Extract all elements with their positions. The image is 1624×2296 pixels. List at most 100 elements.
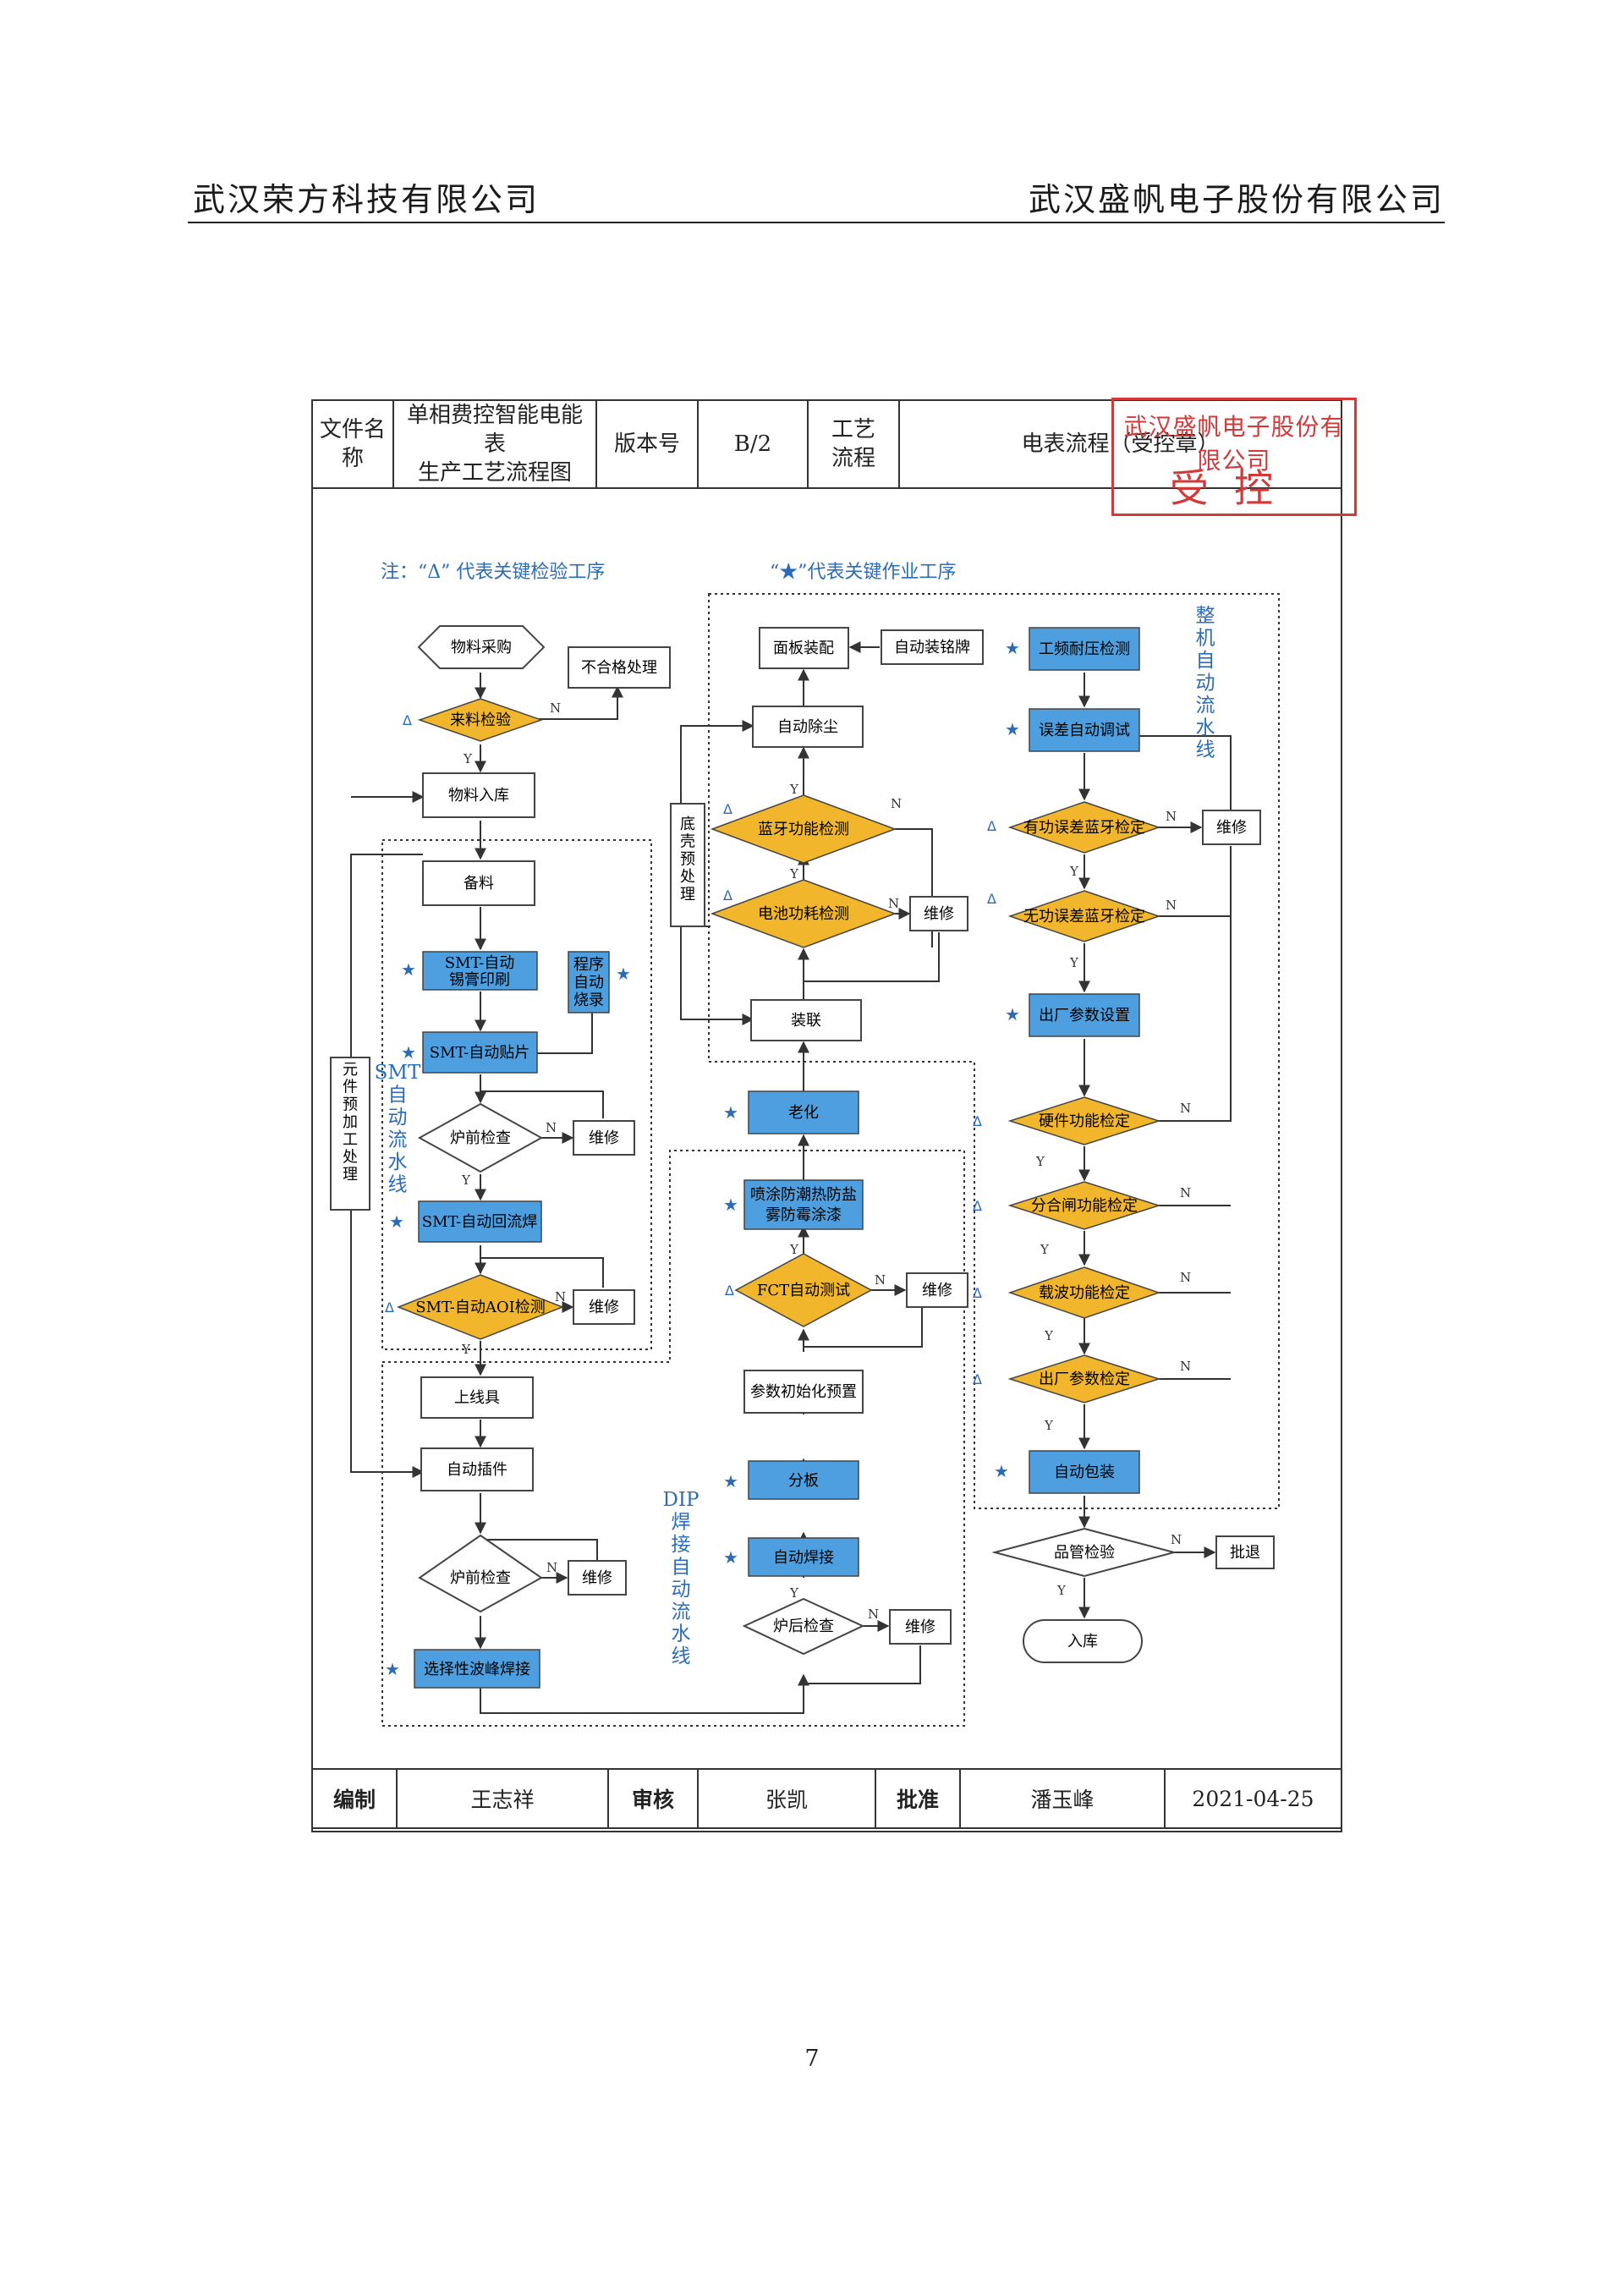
delta-mark: Δ	[723, 887, 732, 904]
battery-node	[710, 879, 897, 948]
star-mark: ★	[994, 1461, 1009, 1481]
delta-mark: Δ	[973, 1285, 982, 1301]
header-rule	[188, 222, 1445, 223]
legend-inspection: 注：“Δ” 代表关键检验工序	[381, 562, 605, 583]
pre-oven-2-text: 炉前检查	[450, 1569, 511, 1587]
controlled-stamp: 武汉盛帆电子股份有限公司 受控	[1111, 398, 1357, 516]
reactive-err-text: 无功误差蓝牙检定	[1023, 908, 1145, 926]
dust-text: 自动除尘	[777, 718, 838, 736]
star-mark: ★	[723, 1471, 738, 1491]
no-mark: N	[1180, 1270, 1191, 1285]
star-mark: ★	[401, 959, 416, 980]
fixture-text: 上线具	[454, 1389, 500, 1407]
bottom-case-text: 底壳预处理	[680, 816, 695, 904]
prep-text: 备料	[464, 875, 494, 893]
coat-node	[743, 1179, 864, 1230]
post-oven-text: 炉后检查	[773, 1618, 834, 1635]
version-value: B/2	[697, 399, 809, 489]
dip-line-frame	[381, 1150, 965, 1727]
smt-aoi-text: SMT-自动AOI检测	[415, 1299, 545, 1316]
assembly-node	[750, 999, 862, 1041]
no-mark: N	[1180, 1359, 1191, 1374]
star-mark: ★	[389, 1211, 404, 1232]
yes-mark: Y	[1040, 1242, 1050, 1257]
yes-mark: Y	[789, 1242, 799, 1257]
no-mark: N	[1166, 809, 1177, 824]
auto-weld-text: 自动焊接	[773, 1549, 834, 1567]
author-value: 王志祥	[396, 1768, 609, 1829]
delta-mark: Δ	[723, 801, 732, 817]
program-text-2: 自动	[573, 974, 604, 991]
approve-label: 批准	[875, 1768, 961, 1829]
reject-text: 不合格处理	[581, 659, 657, 677]
smt-place-text: SMT-自动贴片	[430, 1044, 530, 1062]
process-label-line2: 流程	[831, 446, 875, 471]
delta-mark: Δ	[987, 891, 996, 907]
repair-2-node	[573, 1289, 635, 1325]
repair-5-node	[906, 1272, 968, 1308]
header-right-company: 武汉盛帆电子股份有限公司	[1028, 181, 1445, 218]
delta-marks: Δ Δ Δ Δ Δ Δ Δ Δ Δ Δ Δ	[385, 712, 996, 1387]
yes-mark: Y	[461, 1173, 471, 1188]
repair-2-text: 维修	[589, 1299, 619, 1316]
smt-print-node	[422, 951, 538, 991]
file-name: 单相费控智能电能表生产工艺流程图	[392, 399, 597, 489]
approver-value: 潘玉峰	[959, 1768, 1166, 1829]
star-mark: ★	[401, 1042, 416, 1063]
yes-mark: Y	[1056, 1583, 1067, 1598]
file-name-line2: 生产工艺流程图	[417, 460, 572, 486]
reject-return-text: 批退	[1230, 1544, 1260, 1562]
yes-mark: Y	[1069, 955, 1079, 970]
incoming-text: 来料检验	[450, 711, 511, 729]
delta-mark: Δ	[403, 712, 412, 728]
active-err-node	[1007, 801, 1161, 854]
repair-6-text: 维修	[924, 905, 954, 923]
review-label: 审核	[607, 1768, 699, 1829]
fixture-node	[420, 1376, 534, 1419]
delta-mark: Δ	[385, 1299, 394, 1316]
yes-mark: Y	[1044, 1418, 1054, 1433]
repair-4-text: 维修	[905, 1618, 935, 1636]
incoming-node	[417, 698, 544, 742]
process-label: 工艺流程	[807, 399, 900, 489]
dust-node	[752, 706, 864, 748]
split-text: 分板	[788, 1472, 819, 1490]
error-debug-node	[1029, 708, 1140, 752]
nameplate-text: 自动装铭牌	[894, 639, 970, 656]
delta-mark: Δ	[987, 818, 996, 834]
connectors	[350, 641, 1232, 1714]
line-frames	[381, 593, 1280, 1727]
nameplate-node	[881, 629, 984, 665]
purchase-node	[417, 625, 546, 669]
carrier-check-node	[1007, 1266, 1161, 1319]
smt-print-text-1: SMT-自动	[445, 954, 515, 972]
smt-aoi-node	[396, 1274, 565, 1340]
no-mark: N	[555, 1289, 566, 1305]
star-mark: ★	[1005, 1004, 1020, 1024]
aging-text: 老化	[788, 1104, 819, 1122]
component-pre-node	[330, 1057, 370, 1211]
document-info-table: 文件名称 单相费控智能电能表生产工艺流程图 版本号 B/2 工艺流程 电表流程（…	[311, 399, 1342, 489]
repair-3-text: 维修	[582, 1569, 612, 1587]
smt-column: 物料采购 不合格处理 来料检验 物料入库 备料 SMT-自动 锡膏印刷 程序 自…	[330, 625, 671, 1689]
factory-set-text: 出厂参数设置	[1039, 1007, 1130, 1024]
assembly-text: 装联	[791, 1012, 821, 1030]
auto-insert-text: 自动插件	[447, 1461, 508, 1479]
reviewer-value: 张凯	[697, 1768, 876, 1829]
component-pre-text: 元件预加工处理	[343, 1061, 358, 1184]
delta-mark: Δ	[973, 1113, 982, 1129]
panel-node	[759, 627, 849, 669]
reject-node	[568, 646, 671, 689]
star-mark: ★	[385, 1659, 400, 1679]
star-mark: ★	[723, 1547, 738, 1568]
no-mark: N	[1171, 1532, 1182, 1547]
repair-6-node	[909, 896, 968, 931]
repair-5-text: 维修	[922, 1282, 952, 1299]
repair-7-node	[1202, 810, 1261, 845]
stamp-text: 受控	[1170, 465, 1298, 511]
whole-line-title: 整机自动流水线	[1196, 605, 1215, 761]
header-left-company: 武汉荣方科技有限公司	[193, 181, 540, 218]
voltage-text: 工频耐压检测	[1039, 640, 1130, 658]
